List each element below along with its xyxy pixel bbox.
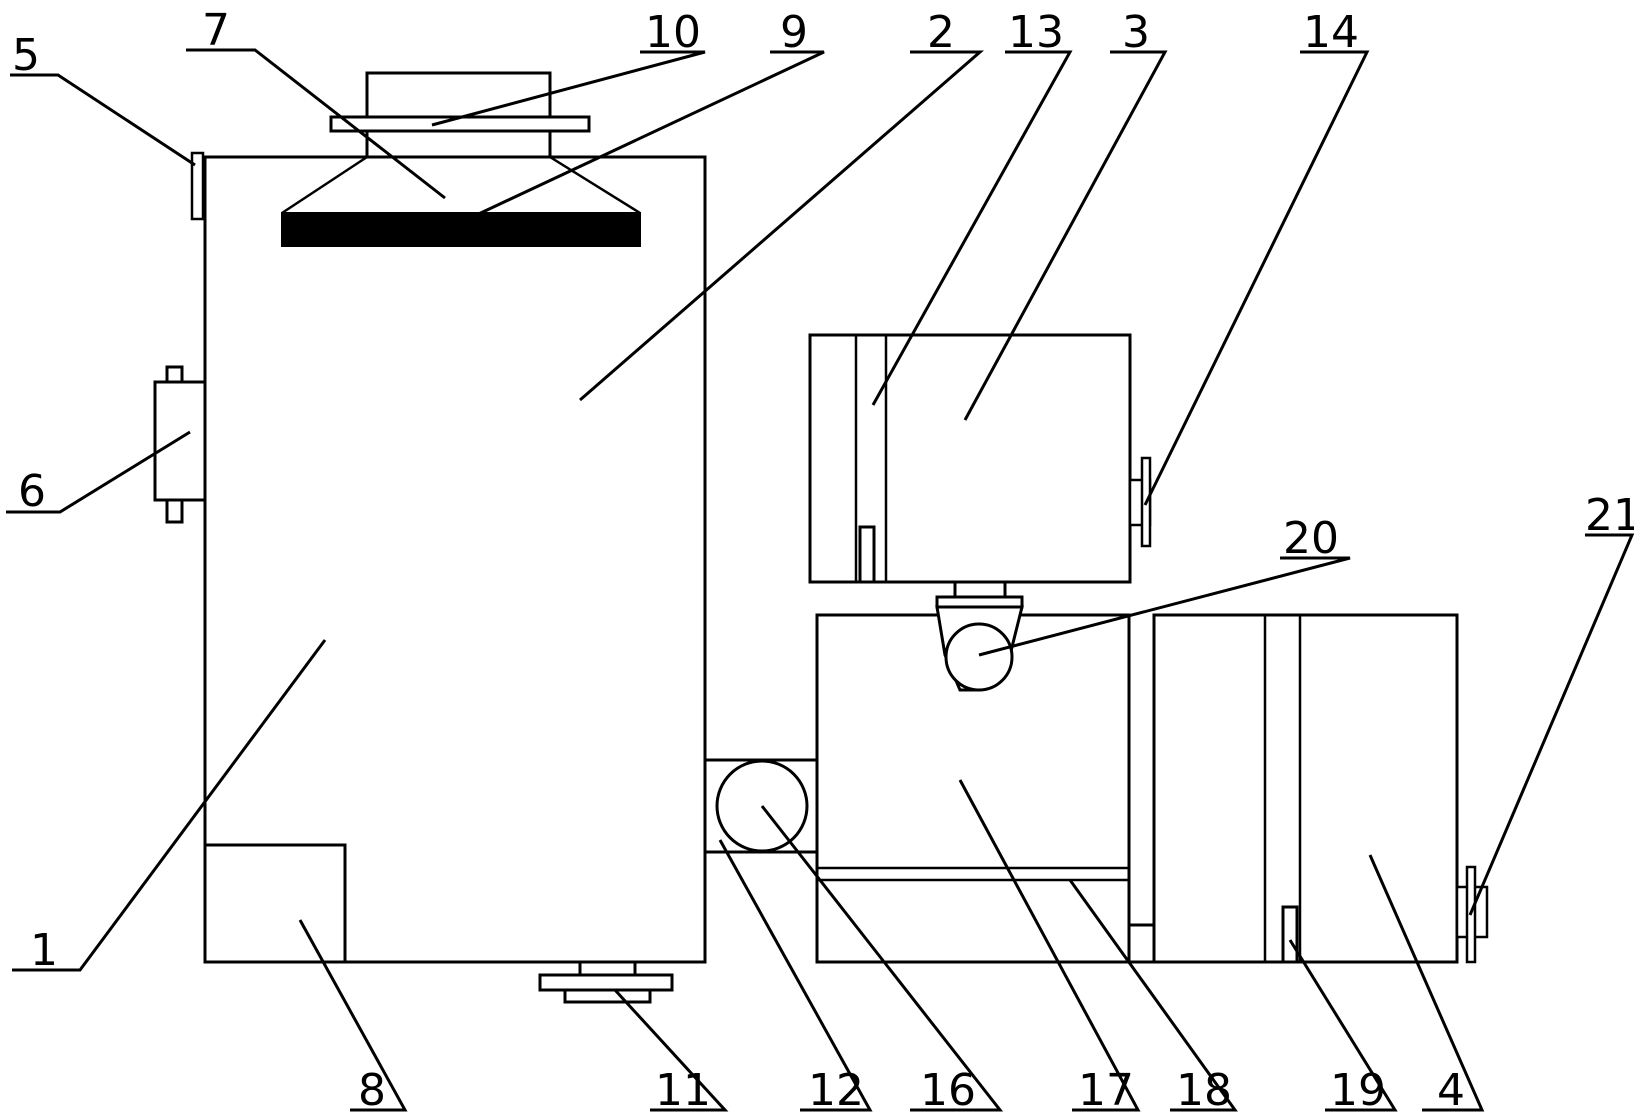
leader-9	[469, 50, 825, 220]
leader-4	[1368, 854, 1485, 1112]
leader-3	[963, 50, 1168, 421]
leader-16	[760, 805, 1004, 1112]
bottom-drain-neck	[578, 960, 637, 977]
leader-12	[718, 839, 873, 1112]
bottom-drain-flange	[538, 973, 674, 992]
valve-wheel	[944, 622, 1014, 692]
label-21: 21	[1585, 490, 1634, 541]
label-3: 3	[1122, 7, 1150, 58]
label-9: 9	[780, 7, 808, 58]
tank-connector	[1127, 923, 1156, 964]
vent-valve	[190, 151, 205, 221]
filter-plate	[281, 212, 641, 247]
right-tank	[1152, 613, 1459, 964]
leader-6	[6, 430, 191, 514]
leader-1	[12, 639, 327, 972]
label-1: 1	[30, 925, 58, 976]
right-tank-slot	[1281, 905, 1299, 964]
label-20: 20	[1283, 513, 1339, 564]
leader-19	[1288, 939, 1398, 1112]
label-12: 12	[808, 1065, 864, 1116]
top-flange	[329, 115, 591, 133]
label-18: 18	[1176, 1065, 1232, 1116]
upper-tank-slot	[858, 525, 876, 584]
label-14: 14	[1303, 7, 1359, 58]
label-19: 19	[1330, 1065, 1386, 1116]
leader-14	[1143, 50, 1370, 506]
label-2: 2	[927, 7, 955, 58]
label-10: 10	[645, 7, 701, 58]
label-5: 5	[12, 30, 40, 81]
leader-2	[579, 50, 985, 402]
label-16: 16	[920, 1065, 976, 1116]
leader-21	[1468, 533, 1634, 916]
label-13: 13	[1008, 7, 1064, 58]
bottom-box	[203, 843, 347, 964]
leader-20	[978, 556, 1351, 657]
leader-11	[613, 988, 729, 1112]
leader-7	[186, 48, 446, 200]
label-17: 17	[1078, 1065, 1134, 1116]
label-6: 6	[18, 466, 46, 517]
leader-10	[431, 50, 706, 127]
leader-13	[871, 50, 1073, 406]
label-4: 4	[1437, 1065, 1465, 1116]
label-8: 8	[358, 1065, 386, 1116]
main-tower-body	[203, 155, 707, 964]
leader-18	[1068, 879, 1238, 1112]
top-outlet-pipe	[365, 71, 552, 120]
leader-8	[298, 919, 408, 1112]
leader-5	[10, 73, 196, 167]
top-outlet-neck	[365, 129, 552, 159]
leader-17	[958, 779, 1141, 1112]
collection-hood	[281, 155, 641, 215]
upper-tank	[808, 333, 1132, 584]
label-7: 7	[202, 5, 230, 56]
upper-tank-outlet	[953, 580, 1007, 599]
side-inlet-pipe	[153, 380, 207, 502]
label-11: 11	[655, 1065, 711, 1116]
bottom-drain-pipe	[563, 988, 652, 1004]
